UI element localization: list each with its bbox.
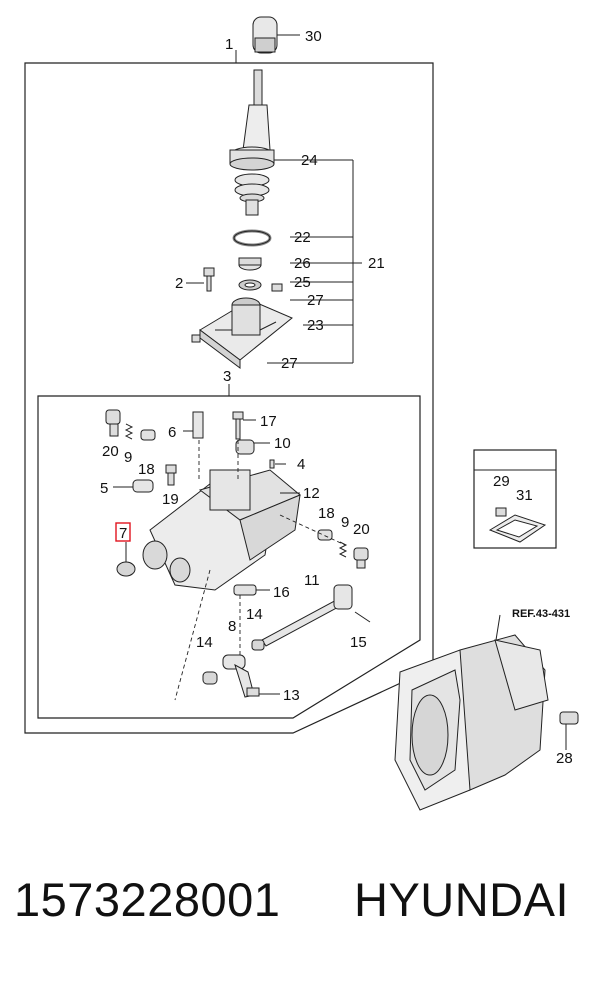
bolt-part-2 xyxy=(186,267,215,292)
callout-30: 30 xyxy=(305,28,322,45)
plug-part-20-left xyxy=(105,409,121,437)
switch-part-5 xyxy=(113,479,154,493)
callout-21: 21 xyxy=(368,255,385,272)
shift-housing-part-12 xyxy=(142,469,301,591)
callout-2: 2 xyxy=(175,275,183,292)
callout-22: 22 xyxy=(294,229,311,246)
callout-9-right: 9 xyxy=(341,514,349,531)
callout-7: 7 xyxy=(119,525,127,542)
callout-27-bottom: 27 xyxy=(281,355,298,372)
callout-17: 17 xyxy=(260,413,277,430)
sensor-part-28 xyxy=(559,711,579,750)
callout-5: 5 xyxy=(100,480,108,497)
ref-label: REF.43-431 xyxy=(512,608,570,620)
cap-part-7 xyxy=(116,542,136,577)
callout-20-right: 20 xyxy=(353,521,370,538)
bolt-part-19 xyxy=(165,464,177,486)
kit-box xyxy=(473,449,557,549)
callout-12: 12 xyxy=(303,485,320,502)
callout-14-left: 14 xyxy=(196,634,213,651)
highlight-box-part-7 xyxy=(115,522,131,542)
detent-part-18-right xyxy=(317,529,333,541)
bolt-part-27-bottom xyxy=(191,334,201,343)
callout-29: 29 xyxy=(493,473,510,490)
callout-6: 6 xyxy=(168,424,176,441)
brand-name: HYUNDAI xyxy=(354,873,570,926)
callout-24: 24 xyxy=(301,152,318,169)
lever-part-10 xyxy=(235,439,270,455)
ref-leader xyxy=(495,614,501,641)
callout-4: 4 xyxy=(297,456,305,473)
callout-16: 16 xyxy=(273,584,290,601)
shift-knob-part-30 xyxy=(252,16,300,54)
ring-part-22 xyxy=(232,229,272,247)
pin-part-4 xyxy=(269,459,286,469)
bolt-part-16 xyxy=(233,584,270,596)
bushing-part-14-left xyxy=(202,671,218,685)
callout-15: 15 xyxy=(350,634,367,651)
callout-31: 31 xyxy=(516,487,533,504)
callout-28: 28 xyxy=(556,750,573,767)
spring-part-9-right xyxy=(338,541,348,558)
callout-23: 23 xyxy=(307,317,324,334)
callout-10: 10 xyxy=(274,435,291,452)
lever-housing-part-23 xyxy=(199,297,293,369)
callout-3: 3 xyxy=(223,368,231,385)
callout-13: 13 xyxy=(283,687,300,704)
transmission-case xyxy=(394,634,549,811)
bushing-part-14-right xyxy=(251,639,265,651)
callout-1: 1 xyxy=(225,36,233,53)
shift-shaft-part-11 xyxy=(261,584,371,647)
callout-11: 11 xyxy=(304,572,320,589)
bushing-part-26 xyxy=(238,257,262,271)
callout-19: 19 xyxy=(162,491,179,508)
bolt-part-13 xyxy=(246,687,280,697)
callout-8: 8 xyxy=(228,618,236,635)
callout-14-right: 14 xyxy=(246,606,263,623)
detent-part-18-left xyxy=(140,429,156,441)
washer-part-25 xyxy=(238,279,262,291)
callout-18-right: 18 xyxy=(318,505,335,522)
plug-part-20-right xyxy=(353,547,369,569)
callout-18-left: 18 xyxy=(138,461,155,478)
assembly-frame-3 xyxy=(37,395,421,719)
assembly-frame-1 xyxy=(24,62,434,734)
part-number: 1573228001 xyxy=(14,873,281,926)
shift-lever-part-24 xyxy=(229,69,300,216)
spring-part-9-left xyxy=(124,423,134,440)
pin-part-6 xyxy=(183,411,204,439)
bracket-21 xyxy=(267,159,362,364)
callout-9-left: 9 xyxy=(124,449,132,466)
bolt-part-27-top xyxy=(271,283,283,292)
caption: 1573228001 HYUNDAI xyxy=(0,872,600,952)
exploded-parts-diagram: 1 30 24 22 21 26 2 25 27 23 27 3 17 6 10… xyxy=(24,16,579,811)
gasket-part-31 xyxy=(488,514,547,543)
bolt-part-17 xyxy=(232,411,256,440)
nut-part-29 xyxy=(495,507,507,517)
callout-25: 25 xyxy=(294,274,311,291)
callout-20-left: 20 xyxy=(102,443,119,460)
callout-26: 26 xyxy=(294,255,311,272)
callout-27-top: 27 xyxy=(307,292,324,309)
